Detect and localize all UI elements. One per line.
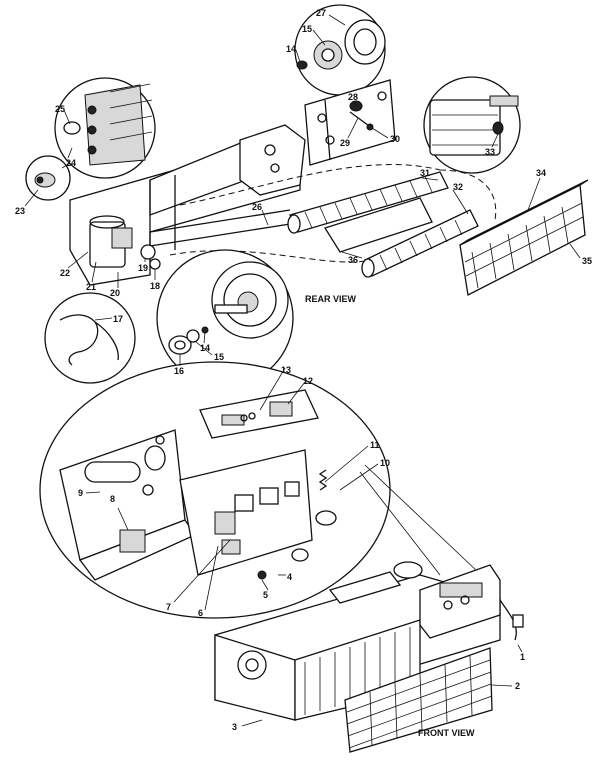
blower-wheels — [287, 171, 479, 278]
detail-circle-blower-hub — [156, 249, 294, 387]
detail-circle-14-15-27 — [294, 4, 386, 96]
callout-26: 26 — [252, 202, 262, 212]
rear-coil — [459, 179, 589, 296]
callout-15-upper: 15 — [302, 24, 312, 34]
leader-lines — [24, 14, 581, 727]
callout-22: 22 — [60, 268, 70, 278]
front-view-label: FRONT VIEW — [418, 728, 475, 738]
callout-17: 17 — [113, 314, 123, 324]
rear-dashed-outline — [169, 164, 497, 263]
detail-circle-24-25 — [54, 77, 156, 179]
callout-9: 9 — [78, 488, 83, 498]
callout-4: 4 — [287, 572, 292, 582]
detail-circle-17 — [44, 292, 136, 384]
callout-35: 35 — [582, 256, 592, 266]
callout-32: 32 — [453, 182, 463, 192]
callout-24: 24 — [66, 158, 76, 168]
callout-16: 16 — [174, 366, 184, 376]
connector-lines — [359, 464, 479, 576]
front-grille — [344, 647, 493, 753]
callout-33: 33 — [485, 147, 495, 157]
callout-8: 8 — [110, 494, 115, 504]
callout-23: 23 — [15, 206, 25, 216]
callout-5: 5 — [263, 590, 268, 600]
detail-circle-33 — [423, 76, 521, 174]
callout-15-lower: 15 — [214, 352, 224, 362]
callout-7: 7 — [166, 602, 171, 612]
callout-21: 21 — [86, 282, 96, 292]
callout-14-lower: 14 — [200, 343, 210, 353]
callout-29: 29 — [340, 138, 350, 148]
callout-36: 36 — [348, 255, 358, 265]
callout-20: 20 — [110, 288, 120, 298]
callout-2: 2 — [515, 681, 520, 691]
callout-19: 19 — [138, 263, 148, 273]
callout-11: 11 — [370, 440, 380, 450]
callout-30: 30 — [390, 134, 400, 144]
callout-25: 25 — [55, 104, 65, 114]
control-detail-circle — [39, 361, 391, 619]
callout-34: 34 — [536, 168, 546, 178]
callout-13: 13 — [281, 365, 291, 375]
callout-14-upper: 14 — [286, 44, 296, 54]
callout-labels: 1 2 3 4 5 6 7 8 9 10 11 12 13 14 15 16 1… — [15, 8, 592, 732]
callout-10: 10 — [380, 458, 390, 468]
callout-31: 31 — [420, 168, 430, 178]
rear-view-label: REAR VIEW — [305, 294, 357, 304]
rear-motor-components — [89, 215, 161, 270]
callout-12: 12 — [303, 376, 313, 386]
callout-27: 27 — [316, 8, 326, 18]
callout-18: 18 — [150, 281, 160, 291]
callout-1: 1 — [520, 652, 525, 662]
detail-circle-23 — [25, 155, 73, 201]
callout-6: 6 — [198, 608, 203, 618]
callout-28: 28 — [348, 92, 358, 102]
callout-3: 3 — [232, 722, 237, 732]
